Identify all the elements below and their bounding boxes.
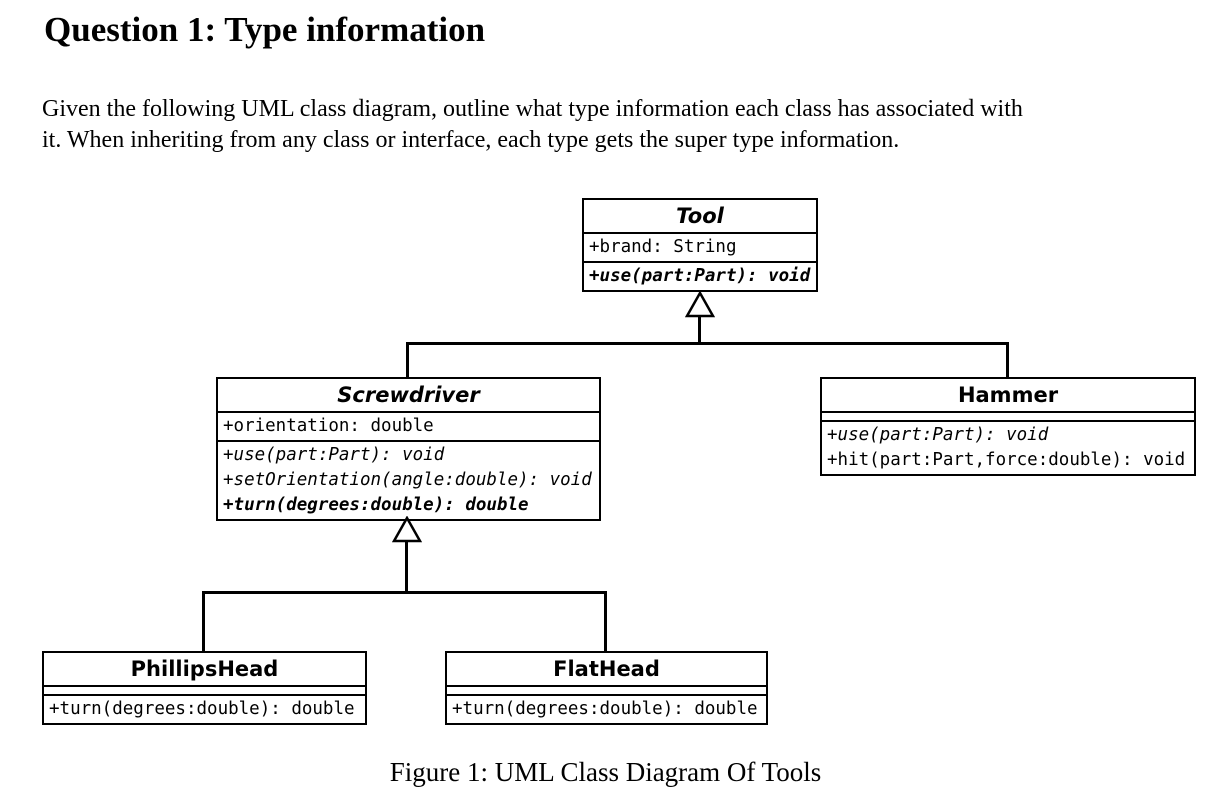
attributes-compartment-empty bbox=[447, 687, 766, 696]
class-box-tool: Tool +brand: String +use(part:Part): voi… bbox=[582, 198, 818, 292]
tool-generalization-stem-line bbox=[698, 315, 701, 345]
method-row: +turn(degrees:double): double bbox=[223, 495, 529, 515]
methods-compartment: +use(part:Part): void bbox=[584, 263, 816, 290]
flathead-to-screwdriver-line bbox=[604, 591, 607, 652]
methods-compartment: +use(part:Part): void +setOrientation(an… bbox=[218, 442, 599, 519]
body-line-1: Given the following UML class diagram, o… bbox=[42, 96, 1023, 122]
method-row: +hit(part:Part,force:double): void bbox=[827, 450, 1186, 470]
inheritance-triangle-tool-icon bbox=[685, 291, 715, 318]
class-name-screwdriver: Screwdriver bbox=[218, 379, 599, 413]
methods-compartment: +use(part:Part): void +hit(part:Part,for… bbox=[822, 422, 1194, 474]
attribute-row: +orientation: double bbox=[223, 416, 434, 436]
screwdriver-generalization-crossbar-line bbox=[202, 591, 607, 594]
phillipshead-to-screwdriver-line bbox=[202, 591, 205, 652]
class-box-screwdriver: Screwdriver +orientation: double +use(pa… bbox=[216, 377, 601, 521]
figure-caption: Figure 1: UML Class Diagram Of Tools bbox=[389, 757, 822, 787]
class-box-hammer: Hammer +use(part:Part): void +hit(part:P… bbox=[820, 377, 1196, 476]
attributes-compartment: +orientation: double bbox=[218, 413, 599, 442]
screwdriver-to-tool-line bbox=[406, 342, 409, 378]
method-row: +turn(degrees:double): double bbox=[452, 699, 758, 719]
hammer-to-tool-line bbox=[1006, 342, 1009, 378]
method-row: +turn(degrees:double): double bbox=[49, 699, 355, 719]
methods-compartment: +turn(degrees:double): double bbox=[44, 696, 365, 723]
attributes-compartment: +brand: String bbox=[584, 234, 816, 263]
method-row: +setOrientation(angle:double): void bbox=[223, 470, 592, 490]
method-row: +use(part:Part): void bbox=[223, 445, 445, 465]
inheritance-triangle-screwdriver-icon bbox=[392, 516, 422, 543]
class-name-flathead: FlatHead bbox=[447, 653, 766, 687]
attributes-compartment-empty bbox=[822, 413, 1194, 422]
method-row: +use(part:Part): void bbox=[827, 425, 1049, 445]
class-name-tool: Tool bbox=[584, 200, 816, 234]
class-box-phillipshead: PhillipsHead +turn(degrees:double): doub… bbox=[42, 651, 367, 725]
method-row: +use(part:Part): void bbox=[589, 266, 811, 286]
attributes-compartment-empty bbox=[44, 687, 365, 696]
body-line-2: it. When inheriting from any class or in… bbox=[42, 127, 900, 153]
class-name-hammer: Hammer bbox=[822, 379, 1194, 413]
tool-generalization-crossbar-line bbox=[406, 342, 1009, 345]
class-box-flathead: FlatHead +turn(degrees:double): double bbox=[445, 651, 768, 725]
question-body-text: Given the following UML class diagram, o… bbox=[42, 94, 1023, 156]
methods-compartment: +turn(degrees:double): double bbox=[447, 696, 766, 723]
attribute-row: +brand: String bbox=[589, 237, 737, 257]
class-name-phillipshead: PhillipsHead bbox=[44, 653, 365, 687]
question-title: Question 1: Type information bbox=[44, 10, 486, 49]
screwdriver-generalization-stem-line bbox=[405, 540, 408, 594]
